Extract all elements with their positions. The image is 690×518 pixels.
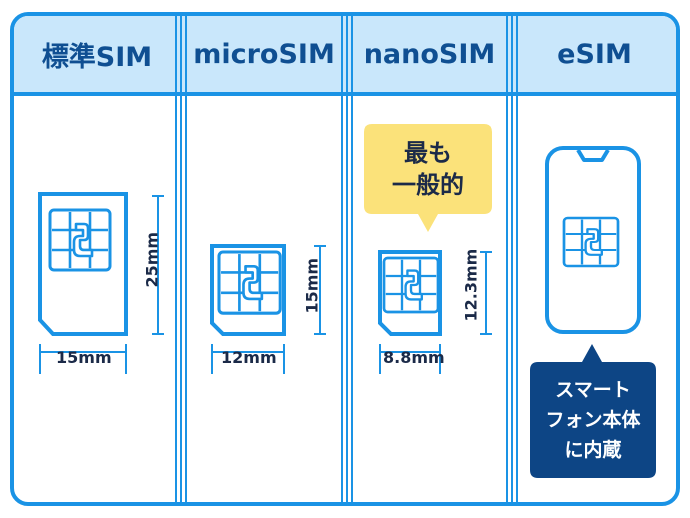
standard-sim-height-label: 25mm bbox=[142, 231, 162, 288]
micro-sim-card bbox=[210, 244, 286, 336]
column-divider bbox=[341, 16, 353, 502]
column-divider bbox=[506, 16, 518, 502]
nano-sim-dimension-lines bbox=[379, 251, 492, 374]
column-title-micro-sim: microSIM bbox=[193, 38, 335, 70]
column-divider bbox=[175, 16, 187, 502]
nano-sim-width-label: 8.8mm bbox=[383, 348, 445, 367]
callout-line: スマート bbox=[555, 379, 631, 401]
column-title-esim: eSIM bbox=[557, 38, 632, 70]
built-in-callout bbox=[530, 344, 656, 478]
nano-sim-card bbox=[378, 250, 442, 336]
micro-sim-dimension-lines bbox=[211, 245, 326, 374]
column-title-standard-sim: 標準SIM bbox=[41, 41, 153, 73]
header-row bbox=[14, 16, 676, 96]
callout-line: 一般的 bbox=[392, 171, 464, 199]
most-common-callout-text: 最も 一般的 bbox=[364, 128, 492, 210]
standard-sim-width-label: 15mm bbox=[56, 348, 112, 367]
micro-sim-height-label: 15mm bbox=[302, 257, 322, 314]
column-title-nano-sim: nanoSIM bbox=[363, 38, 496, 70]
micro-sim-width-label: 12mm bbox=[221, 348, 277, 367]
built-in-callout-text: スマート フォン本体 に内蔵 bbox=[530, 366, 656, 474]
standard-sim-dimension-lines bbox=[39, 195, 164, 374]
standard-sim-card bbox=[38, 192, 128, 336]
callout-line: フォン本体 bbox=[545, 409, 641, 431]
callout-line: 最も bbox=[404, 139, 452, 167]
callout-line: に内蔵 bbox=[564, 439, 622, 461]
most-common-callout bbox=[364, 124, 492, 232]
nano-sim-height-label: 12.3mm bbox=[461, 248, 481, 322]
smartphone-icon bbox=[545, 146, 641, 334]
